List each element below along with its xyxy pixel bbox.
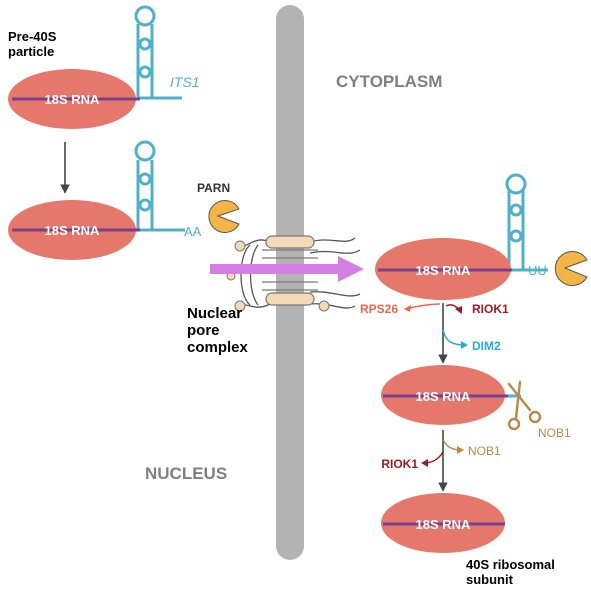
rna-label: 18S RNA bbox=[416, 389, 472, 404]
rna-label: 18S RNA bbox=[416, 263, 472, 278]
its1-label: ITS1 bbox=[170, 74, 200, 90]
scissors-icon bbox=[507, 380, 542, 431]
dim2-label: DIM2 bbox=[472, 339, 501, 353]
mature-40s-subunit: 18S RNA bbox=[381, 493, 505, 553]
pre40s-particle: 18S RNA bbox=[8, 5, 182, 129]
its1-hairpin bbox=[505, 173, 548, 272]
uu-tail-label: UU bbox=[528, 263, 547, 278]
its1-hairpin bbox=[134, 5, 182, 100]
parn-enzyme-icon bbox=[554, 251, 588, 286]
subunit-label: 40S ribosomal subunit bbox=[466, 557, 559, 587]
riok1-release-label: RIOK1 bbox=[381, 457, 418, 471]
nob1-scissors-label: NOB1 bbox=[538, 426, 571, 440]
npc-label: Nuclear pore complex bbox=[187, 305, 249, 356]
pre40s-label: Pre-40S particle bbox=[8, 29, 60, 59]
its1-hairpin bbox=[134, 140, 185, 232]
nucleus-label: NUCLEUS bbox=[145, 464, 227, 483]
cytoplasmic-pre40s-particle: 18S RNA bbox=[375, 173, 548, 300]
rna-label: 18S RNA bbox=[416, 517, 472, 532]
aa-tail-label: AA bbox=[184, 224, 202, 239]
parn-label: PARN bbox=[197, 181, 230, 195]
nob1-label: NOB1 bbox=[468, 444, 501, 458]
riok1-label: RIOK1 bbox=[472, 302, 509, 316]
pre40s-cleavage-particle: 18S RNA bbox=[381, 365, 521, 425]
rna-label: 18S RNA bbox=[45, 223, 101, 238]
rps26-label: RPS26 bbox=[360, 302, 398, 316]
export-arrow bbox=[210, 256, 364, 282]
parn-enzyme-icon bbox=[208, 200, 240, 233]
cytoplasm-label: CYTOPLASM bbox=[336, 72, 442, 91]
pre40s-particle-adenylated: 18S RNA bbox=[8, 140, 185, 260]
rna-label: 18S RNA bbox=[45, 92, 101, 107]
